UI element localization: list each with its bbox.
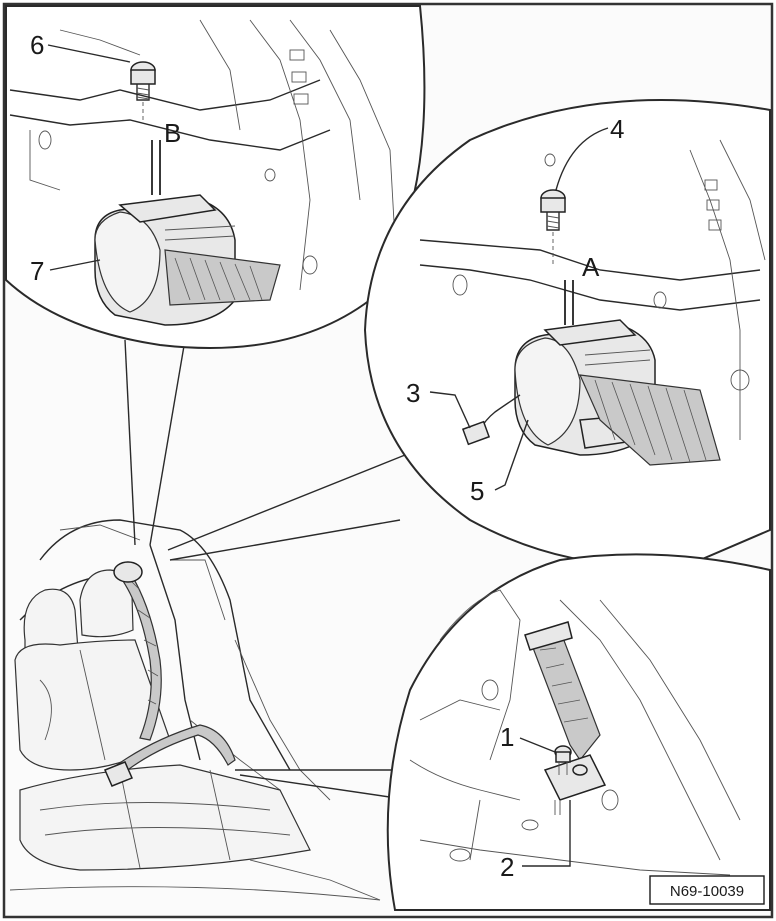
inset-right [363, 99, 771, 566]
callout-3: 3 [406, 378, 420, 408]
retractor-5 [514, 319, 721, 466]
callout-4: 4 [610, 114, 624, 144]
callout-6: 6 [30, 30, 44, 60]
letter-B: B [164, 118, 181, 148]
callout-1: 1 [500, 722, 514, 752]
reference-code: N69-10039 [670, 883, 744, 900]
callout-7: 7 [30, 256, 44, 286]
retractor-7 [94, 194, 281, 326]
inset-lower-right [386, 553, 771, 911]
callout-5: 5 [470, 476, 484, 506]
bolt-4 [540, 189, 566, 265]
callout-2: 2 [500, 852, 514, 882]
anchor-plate-2 [543, 754, 607, 815]
leader-lines [47, 44, 609, 867]
inset-upper-left [5, 5, 426, 349]
letter-A: A [582, 252, 600, 282]
rear-seat-overview [9, 339, 411, 901]
reference-code-box: N69-10039 [649, 875, 765, 905]
bolt-6 [130, 61, 156, 120]
